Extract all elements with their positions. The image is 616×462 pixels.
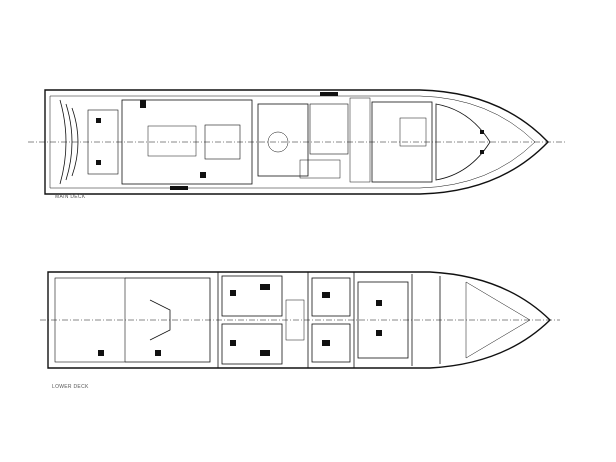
guest-cabin-fwd-stbd [311,323,351,363]
main-deck-inner-hull [49,95,536,189]
bridge-console [435,103,491,181]
engine-room-outline [125,277,211,363]
master-cabin [371,101,433,183]
fixture-marks [98,284,382,356]
lower-deck-plan [40,271,560,369]
pantry [309,103,349,155]
guest-cabin-aft-stbd [221,323,283,365]
aft-seating [87,109,119,175]
forepeak [465,281,531,359]
main-deck-hull [44,89,549,195]
lower-deck-hull [47,271,552,369]
lower-stair [285,299,305,341]
tender-garage [54,277,126,363]
main-deck-label: MAIN DECK [55,194,86,200]
guest-cabin-fwd-port [311,277,351,317]
aft-cockpit-stairs [59,99,79,185]
saloon [121,99,253,185]
spiral-stair [267,131,289,153]
dining-table [204,124,241,160]
main-deck-plan [28,89,565,195]
guest-cabin-aft-port [221,275,283,317]
galley [257,103,309,177]
crew-cabin [357,281,409,359]
day-head [299,159,341,179]
saloon-sofa [147,125,197,157]
wheelhouse-stair [349,97,371,183]
furniture-marks [96,92,484,190]
master-bed [399,117,427,147]
lower-deck-label: LOWER DECK [52,384,89,390]
